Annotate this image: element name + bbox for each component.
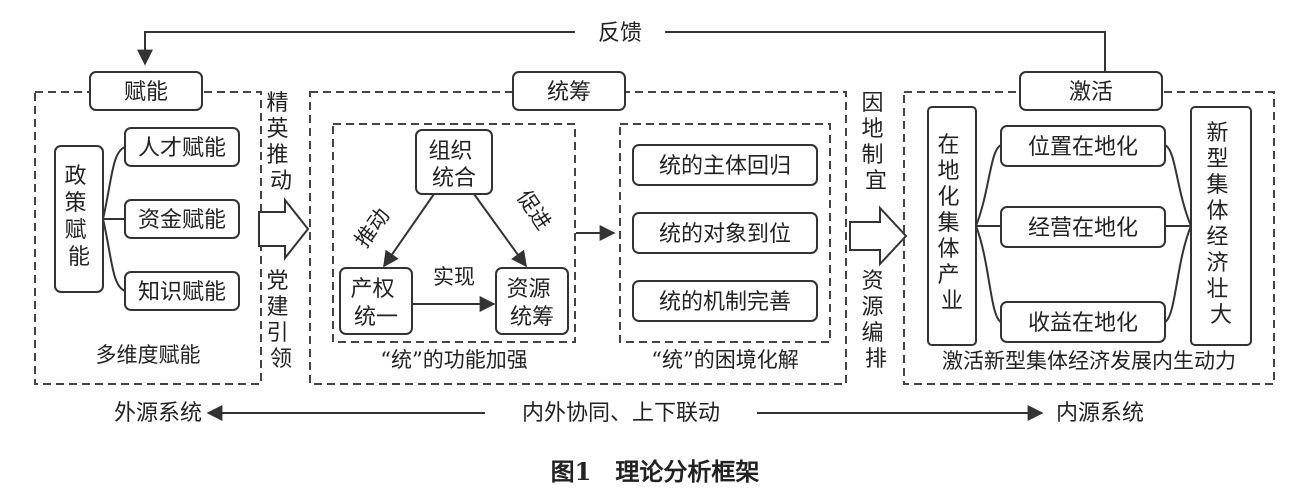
income-to-growth bbox=[1164, 225, 1192, 323]
local-industry-label: 在 地 化 集 体 产 业 bbox=[937, 133, 966, 314]
mechanism-improve: 统的机制完善 bbox=[659, 290, 791, 315]
property-unification-box bbox=[339, 267, 413, 335]
empowerment-header: 赋能 bbox=[124, 80, 168, 105]
resource-coordination-box bbox=[495, 267, 569, 335]
external-system-label: 外源系统 bbox=[114, 401, 202, 426]
coordination-header: 统筹 bbox=[547, 80, 591, 105]
function-caption: “统”的功能加强 bbox=[380, 348, 527, 372]
dilemma-caption: “统”的困境化解 bbox=[651, 348, 798, 372]
figure-title: 图1 理论分析框架 bbox=[551, 457, 760, 486]
left-big-arrow bbox=[258, 197, 310, 261]
activation-header: 激活 bbox=[1069, 80, 1113, 105]
industry-to-income bbox=[975, 225, 1002, 323]
location-local: 位置在地化 bbox=[1028, 135, 1138, 160]
mechanism-improve-box bbox=[632, 280, 818, 322]
object-in-place-box bbox=[632, 212, 818, 254]
location-to-growth bbox=[1164, 144, 1192, 227]
empowerment-header-box bbox=[89, 71, 203, 111]
capital-empowerment-box bbox=[124, 199, 240, 239]
property-unification-label: 产权 统一 bbox=[350, 277, 401, 330]
promote-label: 促进 bbox=[512, 186, 555, 234]
industry-to-location bbox=[975, 144, 1002, 227]
collective-growth-label: 新 型 集 体 经 济 壮 大 bbox=[1206, 121, 1235, 328]
right-big-arrow bbox=[849, 205, 908, 267]
subject-return: 统的主体回归 bbox=[659, 154, 791, 179]
object-in-place: 统的对象到位 bbox=[659, 222, 791, 247]
capital-empowerment: 资金赋能 bbox=[138, 208, 226, 233]
subject-return-box bbox=[632, 144, 818, 186]
function-frame bbox=[332, 123, 576, 343]
party-lead-label: 党 建 引 领 bbox=[266, 269, 295, 372]
income-local: 收益在地化 bbox=[1028, 311, 1138, 336]
elite-push-label: 精 英 推 动 bbox=[266, 91, 295, 194]
internal-system-label: 内源系统 bbox=[1056, 401, 1144, 426]
coordination-header-box bbox=[512, 71, 626, 111]
knowledge-empowerment: 知识赋能 bbox=[138, 280, 226, 305]
local-conditions-label: 因 地 制 宜 bbox=[861, 91, 890, 194]
coordination-section: 统筹 组织 统合 产权 统一 资源 统筹 推动 促进 实现 统的主体回归 统的对… bbox=[309, 71, 847, 385]
bottom-system-row: 外源系统 内外协同、上下联动 内源系统 bbox=[114, 401, 1144, 426]
knowledge-empowerment-box bbox=[124, 271, 240, 311]
dilemma-frame bbox=[619, 123, 831, 343]
policy-to-talent bbox=[102, 146, 126, 220]
feedback-line-right bbox=[665, 31, 1106, 73]
org-integration-box bbox=[415, 129, 493, 195]
policy-empowerment-label: 政 策 赋 能 bbox=[64, 164, 93, 270]
activation-header-box bbox=[1019, 71, 1163, 111]
activation-section: 激活 在 地 化 集 体 产 业 位置在地化 经营在地化 收益在地化 新 型 集… bbox=[903, 71, 1275, 385]
left-connector: 精 英 推 动 党 建 引 领 bbox=[258, 91, 310, 372]
feedback-loop: 反馈 bbox=[137, 21, 1106, 73]
empowerment-section: 赋能 政 策 赋 能 人才赋能 资金赋能 知识赋能 多维度赋能 bbox=[34, 71, 262, 385]
org-integration-label: 组织 统合 bbox=[428, 139, 479, 191]
promote-arrow bbox=[473, 193, 527, 268]
talent-empowerment: 人才赋能 bbox=[138, 136, 226, 161]
push-label: 推动 bbox=[350, 204, 394, 252]
push-arrow bbox=[383, 193, 435, 268]
collective-growth-box bbox=[1190, 106, 1252, 346]
coordination-label: 内外协同、上下联动 bbox=[522, 401, 720, 426]
feedback-label: 反馈 bbox=[598, 21, 642, 46]
resource-coordination-label: 资源 统筹 bbox=[506, 277, 557, 330]
policy-to-knowledge bbox=[102, 218, 126, 292]
realize-label: 实现 bbox=[433, 265, 475, 289]
resource-orchestration-label: 资 源 编 排 bbox=[861, 269, 890, 372]
feedback-line-left bbox=[137, 31, 575, 66]
talent-empowerment-box bbox=[124, 127, 240, 167]
empowerment-caption: 多维度赋能 bbox=[96, 343, 201, 367]
operation-local: 经营在地化 bbox=[1028, 216, 1138, 241]
activation-caption: 激活新型集体经济发展内生动力 bbox=[942, 349, 1236, 373]
right-connector: 因 地 制 宜 资 源 编 排 bbox=[849, 91, 908, 372]
